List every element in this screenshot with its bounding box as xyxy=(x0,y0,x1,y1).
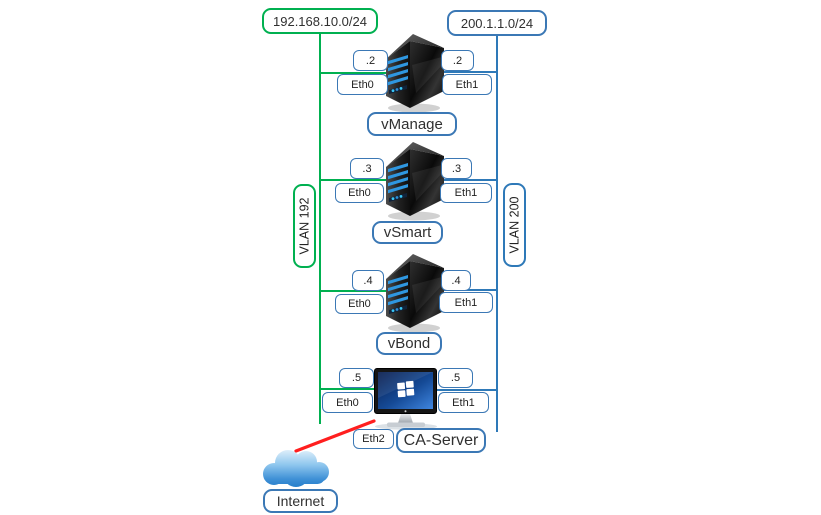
caserver-monitor-icon xyxy=(374,368,437,430)
vmanage-eth0-ip: .2 xyxy=(365,54,376,67)
vsmart-eth1-ip: .3 xyxy=(451,162,462,175)
subnet-label-right: 200.1.1.0/24 xyxy=(447,10,547,36)
subnet-left-text: 192.168.10.0/24 xyxy=(273,13,367,29)
vbond-eth1-ip: .4 xyxy=(451,274,461,287)
caserver-eth2-label: Eth2 xyxy=(362,433,385,445)
caserver-eth0-link-line xyxy=(320,388,378,390)
vbond-server-icon xyxy=(386,254,444,333)
vsmart-eth0-ip-chip: .3 xyxy=(350,158,384,179)
vbond-eth1-ip-chip: .4 xyxy=(441,270,471,291)
vmanage-eth0-chip: Eth0 xyxy=(337,74,388,95)
vlan192-text: VLAN 192 xyxy=(297,197,312,255)
caserver-eth1-ip: .5 xyxy=(450,372,461,384)
vsmart-node-label: vSmart xyxy=(372,221,443,244)
caserver-eth0-label: Eth0 xyxy=(336,396,359,409)
vlan200-label: VLAN 200 xyxy=(503,183,526,267)
caserver-eth1-link-line xyxy=(436,389,497,391)
vsmart-server-icon xyxy=(386,142,444,221)
vsmart-eth0-ip: .3 xyxy=(362,162,372,175)
caserver-eth0-ip: .5 xyxy=(351,372,362,384)
vbond-eth0-ip-chip: .4 xyxy=(352,270,384,291)
vbond-eth0-ip: .4 xyxy=(363,274,373,287)
vmanage-eth1-ip: .2 xyxy=(452,54,463,67)
vmanage-eth0-label: Eth0 xyxy=(351,78,374,91)
vmanage-server-icon xyxy=(386,34,444,113)
caserver-eth1-ip-chip: .5 xyxy=(438,368,473,388)
vsmart-name: vSmart xyxy=(383,224,432,241)
vsmart-eth1-ip-chip: .3 xyxy=(441,158,472,179)
vbond-node-label: vBond xyxy=(376,332,442,355)
caserver-name: CA-Server xyxy=(403,431,479,449)
vlan192-label: VLAN 192 xyxy=(293,184,316,268)
vlan200-text: VLAN 200 xyxy=(507,196,522,254)
vbond-name: vBond xyxy=(387,335,431,352)
vbond-eth0-link-line xyxy=(320,290,390,292)
caserver-eth0-ip-chip: .5 xyxy=(339,368,374,388)
vmanage-eth0-link-line xyxy=(320,72,393,74)
vsmart-eth1-link-line xyxy=(438,179,497,181)
vsmart-eth1-chip: Eth1 xyxy=(440,183,492,203)
internet-label: Internet xyxy=(263,489,338,513)
internet-cloud-icon xyxy=(263,450,329,487)
vmanage-eth1-ip-chip: .2 xyxy=(441,50,474,71)
vmanage-node-label: vManage xyxy=(367,112,457,136)
vlan192-rail-line xyxy=(319,34,321,424)
vmanage-eth1-link-line xyxy=(437,71,497,73)
vmanage-eth1-chip: Eth1 xyxy=(442,74,492,95)
vmanage-eth1-label: Eth1 xyxy=(455,78,479,91)
vsmart-eth0-chip: Eth0 xyxy=(335,183,384,203)
caserver-eth0-chip: Eth0 xyxy=(322,392,373,413)
windows-logo xyxy=(397,380,415,398)
vbond-eth1-chip: Eth1 xyxy=(439,292,493,313)
vmanage-name: vManage xyxy=(381,115,443,133)
vsmart-eth1-label: Eth1 xyxy=(454,187,478,199)
internet-text: Internet xyxy=(276,493,325,509)
vbond-eth0-label: Eth0 xyxy=(348,298,371,310)
caserver-eth1-chip: Eth1 xyxy=(438,392,489,413)
vbond-eth0-chip: Eth0 xyxy=(335,294,384,314)
caserver-node-label: CA-Server xyxy=(396,428,486,453)
vsmart-eth0-link-line xyxy=(320,179,390,181)
vlan200-rail-line xyxy=(496,36,498,432)
vmanage-eth0-ip-chip: .2 xyxy=(353,50,388,71)
caserver-eth1-label: Eth1 xyxy=(452,396,475,409)
subnet-label-left: 192.168.10.0/24 xyxy=(262,8,378,34)
internet-uplink-line xyxy=(294,419,376,453)
vbond-eth1-label: Eth1 xyxy=(454,296,478,309)
vsmart-eth0-label: Eth0 xyxy=(348,187,371,199)
caserver-eth2-chip: Eth2 xyxy=(353,429,394,449)
subnet-right-text: 200.1.1.0/24 xyxy=(460,15,534,31)
